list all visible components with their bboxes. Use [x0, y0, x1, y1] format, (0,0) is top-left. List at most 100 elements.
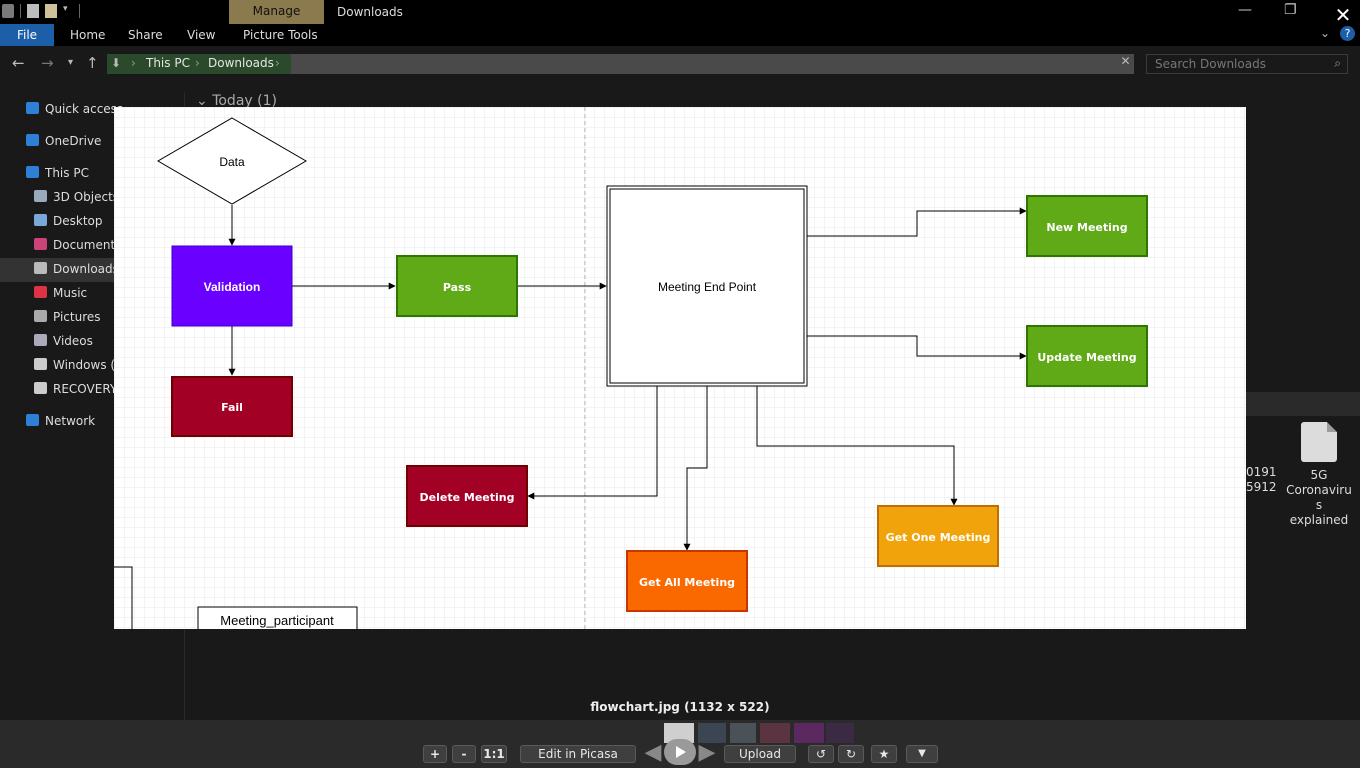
next-image-icon[interactable]: ▶ — [698, 740, 716, 765]
nav-documents[interactable]: Documents — [34, 238, 186, 262]
forward-arrow-icon[interactable]: → — [41, 54, 54, 72]
clear-address-icon[interactable]: ✕ — [1120, 54, 1131, 68]
nav-this-pc[interactable]: This PC — [26, 166, 186, 190]
zoom-out-button[interactable]: - — [452, 745, 476, 763]
nav-3d-objects[interactable]: 3D Objects — [34, 190, 186, 214]
play-icon[interactable] — [664, 739, 696, 765]
desktop-icon — [34, 214, 47, 226]
thumbnail[interactable] — [698, 723, 726, 743]
manage-tab[interactable]: Manage — [229, 0, 324, 24]
star-icon[interactable]: ★ — [871, 745, 897, 763]
crumb-this-pc[interactable]: This PC — [146, 56, 190, 70]
explorer-icon — [2, 4, 14, 18]
node-pass-label: Pass — [443, 281, 472, 294]
back-arrow-icon[interactable]: ← — [12, 54, 25, 72]
node-fail-label: Fail — [221, 401, 243, 414]
search-icon: ⌕ — [1334, 56, 1341, 70]
download-icon: ⬇ — [111, 56, 122, 70]
tab-view[interactable]: View — [187, 28, 216, 42]
download-icon — [34, 262, 47, 274]
tab-home[interactable]: Home — [70, 28, 106, 42]
minimize-icon[interactable]: — — [1238, 2, 1252, 18]
selected-file-strip — [1246, 392, 1360, 416]
network-icon — [26, 414, 39, 426]
rotate-right-icon[interactable]: ↻ — [838, 745, 864, 763]
node-new-meeting-label: New Meeting — [1046, 221, 1127, 234]
nav-videos[interactable]: Videos — [34, 334, 186, 358]
close-icon[interactable]: ✕ — [1334, 3, 1352, 27]
entity-partial-left — [114, 566, 133, 629]
viewer-toolbar: + - 1:1 Edit in Picasa ◀ ▶ Upload ↺ ↻ ★ … — [0, 720, 1360, 768]
entity-meeting-participant — [197, 606, 358, 629]
cube-icon — [34, 190, 47, 202]
ribbon-tabs: File Home Share View Picture Tools ⌄ ? — [0, 24, 1360, 46]
chevron-right-icon: › — [131, 56, 136, 70]
window-title: Downloads — [337, 5, 403, 19]
nav-quick-access[interactable]: Quick access — [26, 102, 186, 126]
tab-file[interactable]: File — [0, 24, 54, 46]
address-bar[interactable]: ⬇ › This PC › Downloads › — [107, 54, 1134, 74]
chevron-down-icon[interactable]: ▼ — [906, 745, 938, 763]
videos-icon — [34, 334, 47, 346]
restore-icon[interactable]: ❐ — [1284, 2, 1297, 18]
actual-size-button[interactable]: 1:1 — [481, 745, 507, 763]
pictures-icon — [34, 310, 47, 322]
cloud-icon — [26, 134, 39, 146]
node-new-meeting — [1026, 195, 1148, 257]
previous-image-icon[interactable]: ◀ — [644, 740, 662, 765]
nav-recovery-drive[interactable]: RECOVERY — [34, 382, 186, 406]
entity-meeting-participant-label: Meeting_participant — [220, 613, 334, 628]
tab-share[interactable]: Share — [128, 28, 163, 42]
tab-picture-tools[interactable]: Picture Tools — [243, 28, 318, 42]
node-get-one-meeting-label: Get One Meeting — [886, 531, 991, 544]
upload-button[interactable]: Upload — [724, 745, 796, 763]
up-arrow-icon[interactable]: ↑ — [86, 54, 99, 72]
thumbnail[interactable] — [760, 723, 790, 743]
node-get-one-meeting — [877, 505, 999, 567]
expand-ribbon-icon[interactable]: ⌄ — [1320, 26, 1331, 40]
search-placeholder: Search Downloads — [1155, 57, 1266, 71]
thumbnail-strip[interactable] — [664, 723, 856, 743]
node-pass — [396, 255, 518, 317]
thumbnail[interactable] — [794, 723, 824, 743]
thumbnail[interactable] — [826, 723, 854, 743]
nav-music[interactable]: Music — [34, 286, 186, 310]
crumb-downloads[interactable]: Downloads — [208, 56, 274, 70]
node-fail — [171, 376, 293, 437]
node-get-all-meeting-label: Get All Meeting — [639, 576, 735, 589]
computer-icon — [26, 166, 39, 178]
chevron-right-icon: › — [275, 56, 280, 70]
flowchart-image: Data Validation Pass Fail Meeting End Po… — [114, 107, 1246, 629]
image-caption: flowchart.jpg (1132 x 522) — [590, 700, 770, 714]
title-bar: ▾ Manage Downloads — ❐ — [0, 0, 1360, 24]
search-input[interactable]: Search Downloads ⌕ — [1146, 54, 1348, 74]
drive-icon — [34, 382, 47, 394]
address-row: ← → ▾ ↑ ⬇ › This PC › Downloads › ✕ Sear… — [0, 46, 1360, 82]
group-header-today[interactable]: ⌄ Today (1) — [196, 93, 277, 109]
nav-desktop[interactable]: Desktop — [34, 214, 186, 238]
music-icon — [34, 286, 47, 298]
node-data-label: Data — [219, 155, 245, 169]
flowchart-svg: Data Validation Pass Fail Meeting End Po… — [114, 107, 1246, 629]
thumbnail-current[interactable] — [664, 723, 694, 743]
nav-onedrive[interactable]: OneDrive — [26, 134, 186, 158]
node-get-all-meeting — [626, 550, 748, 612]
rotate-left-icon[interactable]: ↺ — [808, 745, 834, 763]
zoom-in-button[interactable]: + — [423, 745, 447, 763]
documents-icon — [34, 238, 47, 250]
new-folder-icon[interactable] — [45, 4, 57, 18]
recent-locations-icon[interactable]: ▾ — [68, 57, 74, 68]
flowchart-edges — [228, 205, 1027, 551]
nav-network[interactable]: Network — [26, 414, 186, 438]
thumbnail[interactable] — [730, 723, 756, 743]
nav-windows-drive[interactable]: Windows (C — [34, 358, 186, 382]
properties-icon[interactable] — [27, 4, 39, 18]
nav-pictures[interactable]: Pictures — [34, 310, 186, 334]
chevron-right-icon: › — [195, 56, 200, 70]
customize-toolbar-icon[interactable]: ▾ — [63, 4, 68, 14]
file-tile-5g-coronavirus[interactable]: 5G Coronaviru s explained — [1286, 422, 1352, 528]
edit-in-picasa-button[interactable]: Edit in Picasa — [520, 745, 636, 763]
help-icon[interactable]: ? — [1340, 26, 1355, 41]
node-data — [157, 117, 307, 205]
